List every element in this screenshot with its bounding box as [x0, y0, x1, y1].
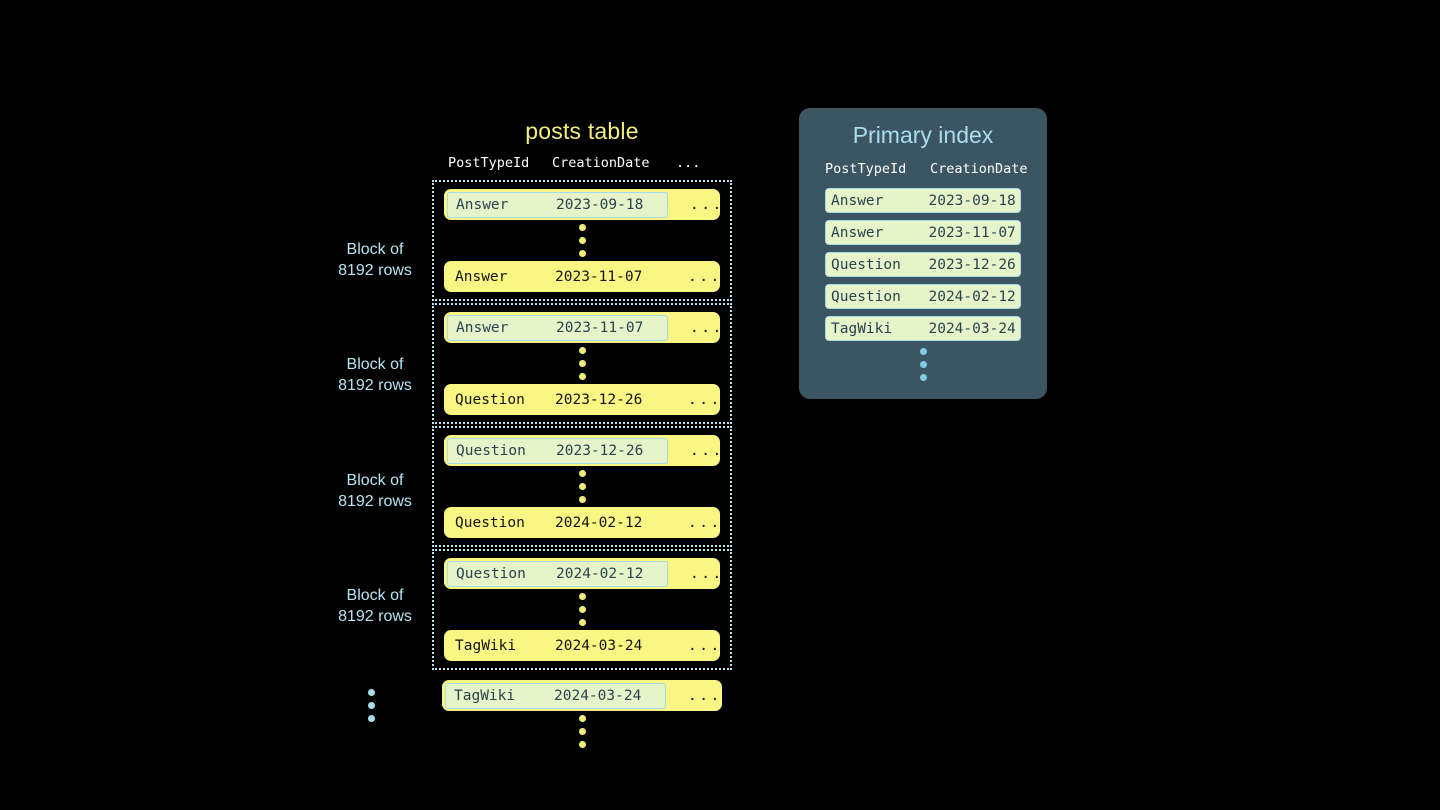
index-cell-creationdate: 2024-03-24 [928, 320, 1016, 337]
cell-ellipsis: ... [690, 565, 724, 582]
cell-creationdate: 2024-03-24 [554, 687, 642, 704]
cell-ellipsis: ... [688, 637, 722, 654]
index-continuation-dots [799, 348, 1047, 381]
index-cell-creationdate: 2024-02-12 [928, 288, 1016, 305]
index-cell-posttypeid: Answer [831, 224, 884, 241]
row-key-cell: TagWiki 2024-03-24 [447, 634, 666, 658]
blocks-continuation-dots [368, 685, 375, 726]
cell-creationdate: 2023-12-26 [555, 391, 643, 408]
primary-index-title: Primary index [852, 122, 994, 148]
cell-ellipsis: ... [688, 687, 722, 704]
table-row[interactable]: Question 2024-02-12 ... [444, 507, 720, 538]
posts-table-panel: posts table PostTypeId CreationDate ... … [432, 118, 732, 752]
cell-creationdate: 2024-02-12 [555, 514, 643, 531]
cell-creationdate: 2023-09-18 [556, 196, 644, 213]
cell-creationdate: 2023-11-07 [556, 319, 644, 336]
table-block: Question 2023-12-26 ... Question 2024-02… [432, 426, 732, 547]
posts-table-column-headers: PostTypeId CreationDate ... [432, 155, 732, 171]
table-block: Question 2024-02-12 ... TagWiki 2024-03-… [432, 549, 732, 670]
row-continuation-dots [434, 589, 730, 630]
posts-table-title: posts table [525, 118, 639, 144]
trailing-row-wrapper: TagWiki 2024-03-24 ... [432, 672, 732, 752]
table-block: Answer 2023-11-07 ... Question 2023-12-2… [432, 303, 732, 424]
row-key-cell: Question 2023-12-26 [447, 388, 666, 412]
index-row[interactable]: Answer 2023-11-07 [825, 220, 1021, 245]
row-key-cell: Answer 2023-11-07 [447, 314, 668, 341]
row-key-cell: Question 2023-12-26 [447, 437, 668, 464]
cell-creationdate: 2024-02-12 [556, 565, 644, 582]
table-row[interactable]: Answer 2023-09-18 ... [444, 189, 721, 220]
block-label-line1: Block of [346, 587, 404, 604]
table-row[interactable]: TagWiki 2024-03-24 ... [442, 680, 722, 711]
block-label-line1: Block of [346, 356, 404, 373]
column-header-creationdate: CreationDate [552, 155, 650, 171]
index-column-header-creationdate: CreationDate [930, 161, 1028, 177]
block-label: Block of 8192 rows [300, 470, 450, 512]
cell-ellipsis: ... [690, 319, 724, 336]
cell-posttypeid: Answer [455, 268, 508, 285]
row-continuation-dots [434, 343, 730, 384]
row-key-cell: Answer 2023-09-18 [447, 191, 668, 218]
cell-ellipsis: ... [690, 442, 724, 459]
cell-creationdate: 2023-11-07 [555, 268, 643, 285]
cell-posttypeid: Question [455, 514, 525, 531]
cell-posttypeid: Question [456, 442, 526, 459]
table-continuation-dots [432, 711, 732, 752]
table-row[interactable]: Answer 2023-11-07 ... [444, 312, 721, 343]
block-label-line1: Block of [346, 241, 404, 258]
row-continuation-dots [434, 466, 730, 507]
block-label-line1: Block of [346, 472, 404, 489]
index-cell-creationdate: 2023-11-07 [928, 224, 1016, 241]
cell-posttypeid: Question [455, 391, 525, 408]
table-row[interactable]: Question 2023-12-26 ... [444, 384, 720, 415]
cell-posttypeid: TagWiki [454, 687, 516, 704]
cell-posttypeid: Question [456, 565, 526, 582]
index-cell-posttypeid: Answer [831, 192, 884, 209]
index-cell-posttypeid: TagWiki [831, 320, 893, 337]
index-cell-posttypeid: Question [831, 288, 901, 305]
block-label-line2: 8192 rows [338, 608, 412, 625]
posts-table-blocks: Answer 2023-09-18 ... Answer 2023-11-07 … [432, 180, 732, 752]
row-continuation-dots [434, 220, 730, 261]
index-cell-creationdate: 2023-09-18 [928, 192, 1016, 209]
primary-index-rows: Answer 2023-09-18 Answer 2023-11-07 Ques… [799, 188, 1047, 341]
index-cell-creationdate: 2023-12-26 [928, 256, 1016, 273]
block-label: Block of 8192 rows [300, 585, 450, 627]
primary-index-column-headers: PostTypeId CreationDate [799, 161, 1047, 177]
column-header-ellipsis: ... [676, 155, 701, 171]
table-block: Answer 2023-09-18 ... Answer 2023-11-07 … [432, 180, 732, 301]
row-key-cell: Answer 2023-11-07 [447, 265, 666, 289]
cell-ellipsis: ... [688, 514, 722, 531]
index-row[interactable]: Question 2024-02-12 [825, 284, 1021, 309]
block-label: Block of 8192 rows [300, 354, 450, 396]
index-cell-posttypeid: Question [831, 256, 901, 273]
column-header-posttypeid: PostTypeId [448, 155, 530, 171]
table-row[interactable]: TagWiki 2024-03-24 ... [444, 630, 720, 661]
table-row[interactable]: Question 2023-12-26 ... [444, 435, 721, 466]
block-label-line2: 8192 rows [338, 377, 412, 394]
table-row[interactable]: Question 2024-02-12 ... [444, 558, 721, 589]
cell-creationdate: 2024-03-24 [555, 637, 643, 654]
cell-ellipsis: ... [688, 391, 722, 408]
index-row[interactable]: TagWiki 2024-03-24 [825, 316, 1021, 341]
block-label-line2: 8192 rows [338, 493, 412, 510]
row-key-cell: TagWiki 2024-03-24 [445, 682, 666, 709]
cell-ellipsis: ... [688, 268, 722, 285]
block-label: Block of 8192 rows [300, 239, 450, 281]
index-column-header-posttypeid: PostTypeId [825, 161, 907, 177]
cell-posttypeid: Answer [456, 196, 509, 213]
index-row[interactable]: Answer 2023-09-18 [825, 188, 1021, 213]
index-row[interactable]: Question 2023-12-26 [825, 252, 1021, 277]
block-label-line2: 8192 rows [338, 262, 412, 279]
row-key-cell: Question 2024-02-12 [447, 560, 668, 587]
cell-creationdate: 2023-12-26 [556, 442, 644, 459]
row-key-cell: Question 2024-02-12 [447, 511, 666, 535]
cell-posttypeid: TagWiki [455, 637, 517, 654]
table-row[interactable]: Answer 2023-11-07 ... [444, 261, 720, 292]
cell-ellipsis: ... [690, 196, 724, 213]
primary-index-panel: Primary index PostTypeId CreationDate An… [799, 108, 1047, 399]
cell-posttypeid: Answer [456, 319, 509, 336]
